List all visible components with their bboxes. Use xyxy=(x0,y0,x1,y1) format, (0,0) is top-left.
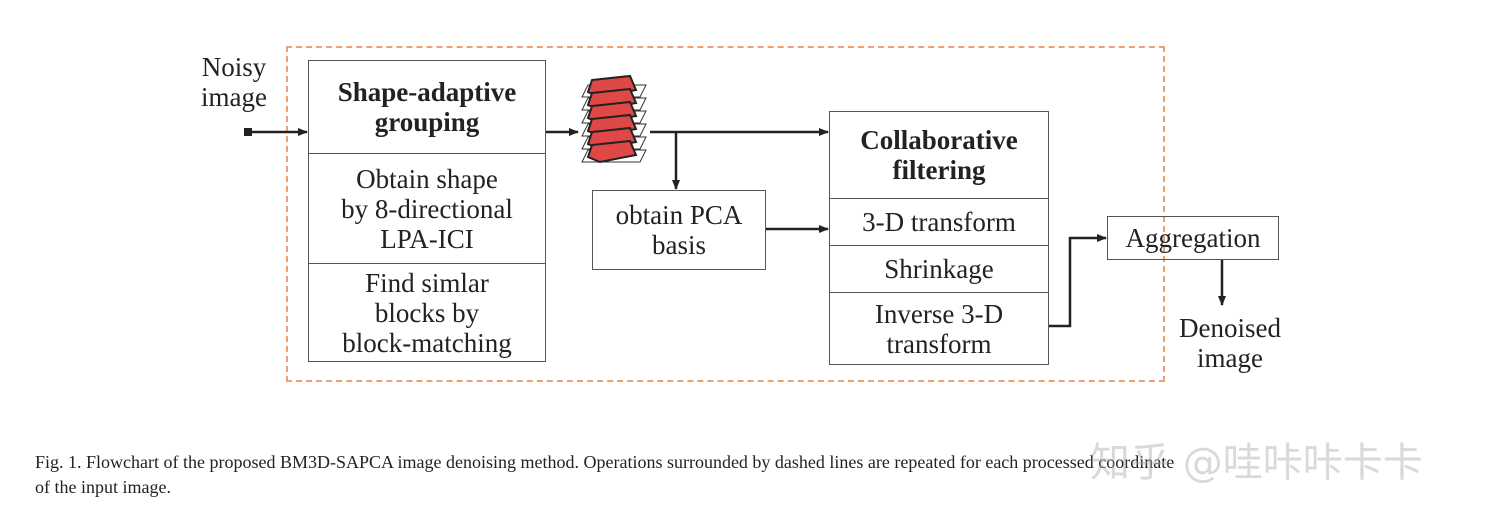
block-stack-icon xyxy=(581,74,647,164)
figure-caption: Fig. 1. Flowchart of the proposed BM3D-S… xyxy=(35,450,1174,500)
caption-line-1: Fig. 1. Flowchart of the proposed BM3D-S… xyxy=(35,452,1175,472)
collaborative-filtering-box: Collaborative filtering 3-D transform Sh… xyxy=(829,111,1049,365)
grouping-title: Shape-adaptive grouping xyxy=(337,77,517,137)
input-marker xyxy=(244,128,252,136)
repeat-region-border xyxy=(286,46,1165,382)
pca-box: obtain PCA basis xyxy=(592,190,766,270)
caption-line-2: of the input image. xyxy=(35,477,171,497)
shrinkage-step: Shrinkage xyxy=(830,245,1048,292)
block-matching-step: Find simlar blocks by block-matching xyxy=(309,263,545,361)
grouping-box: Shape-adaptive grouping Obtain shape by … xyxy=(308,60,546,362)
watermark: 知乎 @哇咔咔卡卡 xyxy=(1090,440,1423,486)
inverse-transform-step: Inverse 3-D transform xyxy=(830,292,1048,364)
transform-step: 3-D transform xyxy=(830,198,1048,245)
obtain-shape-step: Obtain shape by 8-directional LPA-ICI xyxy=(309,153,545,263)
pca-label: obtain PCA basis xyxy=(615,200,743,260)
aggregation-label: Aggregation xyxy=(1125,223,1261,253)
output-label: Denoised image xyxy=(1179,313,1281,373)
input-label: Noisy image xyxy=(201,52,267,112)
filtering-title: Collaborative filtering xyxy=(860,125,1018,185)
aggregation-box: Aggregation xyxy=(1107,216,1279,260)
filter-to-aggregation-arrow xyxy=(1048,234,1107,328)
